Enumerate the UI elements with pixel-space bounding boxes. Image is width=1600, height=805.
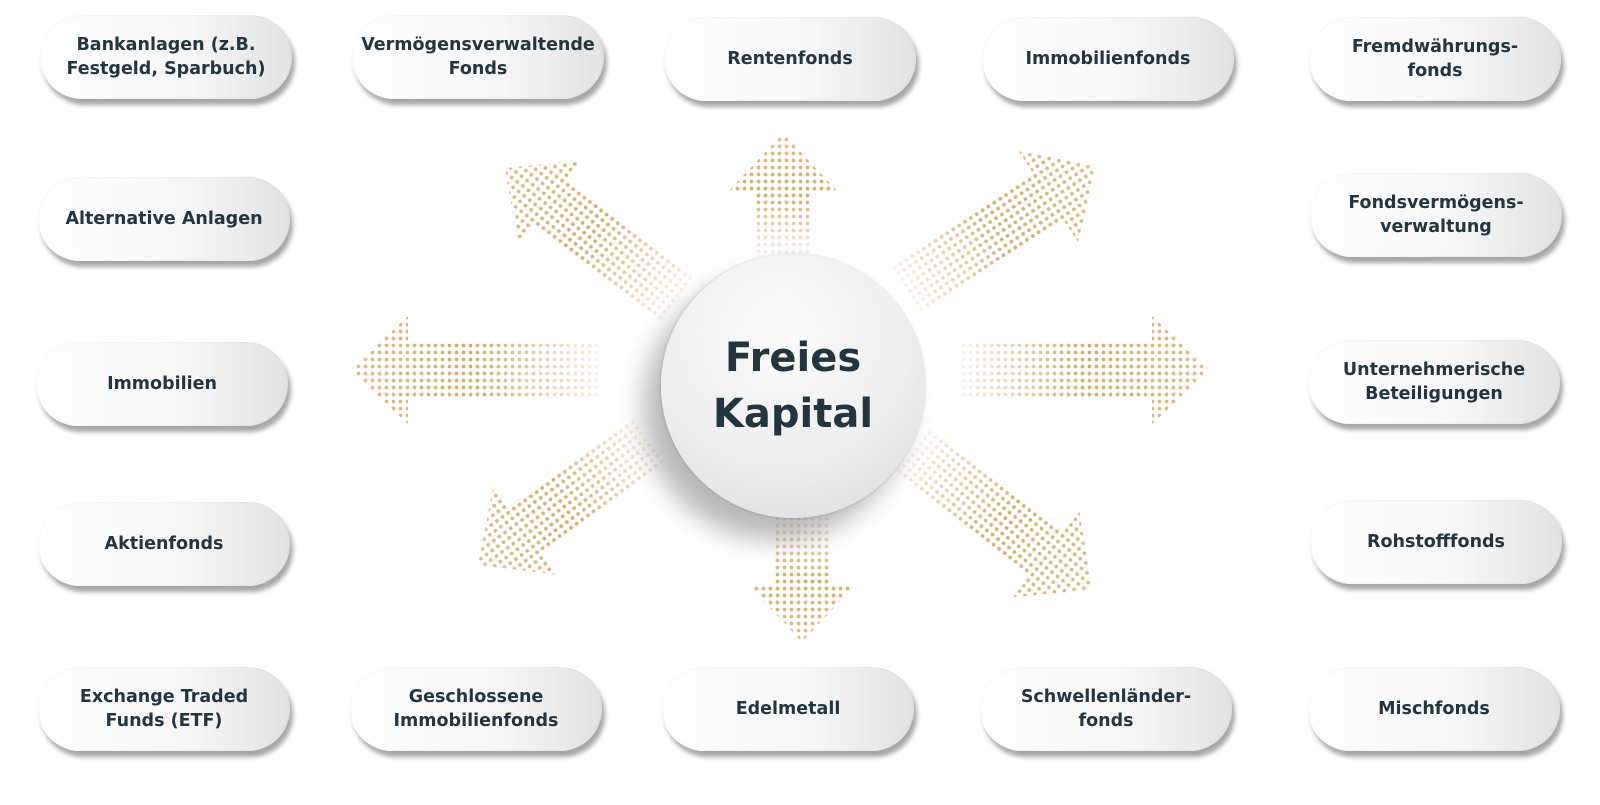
pill-geschlossene-immobilienfonds: Geschlossene Immobilienfonds <box>350 667 602 751</box>
pill-schwellenlaenderfonds: Schwellenländer- fonds <box>980 667 1232 751</box>
pill-fremdwaehrungsfonds: Fremdwährungs- fonds <box>1309 17 1561 101</box>
pill-immobilienfonds: Immobilienfonds <box>982 17 1234 101</box>
pill-edelmetall: Edelmetall <box>662 667 914 751</box>
arrow-left-icon <box>350 316 600 424</box>
pill-aktienfonds: Aktienfonds <box>38 502 290 586</box>
pill-rohstofffonds: Rohstofffonds <box>1310 500 1562 584</box>
arrow-down-left-icon <box>478 416 668 575</box>
pill-bankanlagen: Bankanlagen (z.B. Festgeld, Sparbuch) <box>40 15 292 99</box>
arrow-up-icon <box>729 133 837 255</box>
pill-mischfonds: Mischfonds <box>1308 667 1560 751</box>
center-hub-freies-kapital: Freies Kapital <box>661 254 925 518</box>
pill-vermoegensverwaltende-fonds: Vermögensverwaltende Fonds <box>352 15 604 99</box>
pill-rentenfonds: Rentenfonds <box>664 17 916 101</box>
pill-immobilien: Immobilien <box>36 342 288 426</box>
arrow-up-left-icon <box>505 160 696 324</box>
pill-unternehmerische-beteiligungen: Unternehmerische Beteiligungen <box>1308 340 1560 424</box>
arrow-right-icon <box>960 316 1210 424</box>
pill-alternative-anlagen: Alternative Anlagen <box>38 177 290 261</box>
arrow-down-icon <box>748 515 856 642</box>
arrow-down-right-icon <box>894 427 1092 598</box>
pill-etf: Exchange Traded Funds (ETF) <box>38 667 290 751</box>
arrow-up-right-icon <box>889 151 1098 315</box>
pill-fondsvermoegensverwaltung: Fondsvermögens- verwaltung <box>1310 173 1562 257</box>
